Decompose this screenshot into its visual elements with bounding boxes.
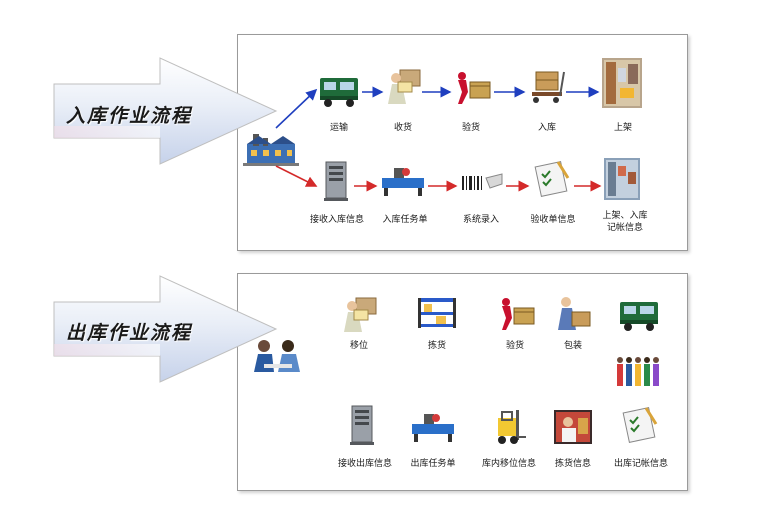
inbound-step-3-label: 验货 [461,123,480,133]
inbound-info-1-label: 接收入库信息 [309,215,364,225]
checklist-icon [532,158,572,202]
outbound-info-4-label: 拣货信息 [554,459,591,469]
shelf-record-icon [604,158,640,204]
inbound-title: 入库作业流程 [66,105,193,127]
factory-icon [243,130,299,170]
outbound-step-3-label: 验货 [505,341,524,351]
server-icon [322,160,350,206]
relocation-worker-icon [340,294,378,338]
inbound-step-5-label: 上架 [613,123,632,133]
inbound-info-5-label-line1: 上架、入库 [602,211,648,221]
inbound-info-4-label: 验收单信息 [530,215,576,225]
pallet-cart-icon [528,66,566,110]
inbound-title-arrow [50,56,280,166]
outbound-title-arrow [50,274,280,384]
inspection-icon-2 [496,296,536,336]
inbound-step-2-label: 收货 [393,123,412,133]
truck-icon-2 [618,298,660,336]
barcode-icon [460,172,504,198]
outbound-step-2-label: 拣货 [427,341,446,351]
outbound-panel [237,273,688,491]
warehouse-shelf-icon [602,58,642,112]
outbound-step-4-label: 包装 [563,341,582,351]
customers-group-icon [614,354,666,392]
task-desk-icon [380,166,426,200]
task-desk-icon-2 [410,412,456,446]
outbound-step-1-label: 移位 [349,341,368,351]
checklist-icon-2 [620,404,660,448]
packing-worker-icon [554,294,592,338]
inbound-info-5-label-line2: 记帐信息 [606,223,643,233]
outbound-info-1-label: 接收出库信息 [337,459,392,469]
inspection-icon [452,70,492,110]
outbound-info-2-label: 出库任务单 [410,459,456,469]
truck-icon [318,74,360,112]
receiving-worker-icon [384,66,422,110]
meeting-people-icon [250,338,306,380]
server-icon-2 [348,404,376,450]
picking-rack-icon [414,294,460,336]
inbound-info-3-label: 系统录入 [462,215,499,225]
inbound-info-2-label: 入库任务单 [382,215,428,225]
outbound-info-5-label: 出库记帐信息 [613,459,668,469]
outbound-title: 出库作业流程 [66,322,193,344]
inbound-step-1-label: 运输 [329,123,348,133]
forklift-icon [490,408,526,450]
inbound-step-4-label: 入库 [537,123,556,133]
picking-info-icon [554,410,592,448]
outbound-info-3-label: 库内移位信息 [481,459,536,469]
